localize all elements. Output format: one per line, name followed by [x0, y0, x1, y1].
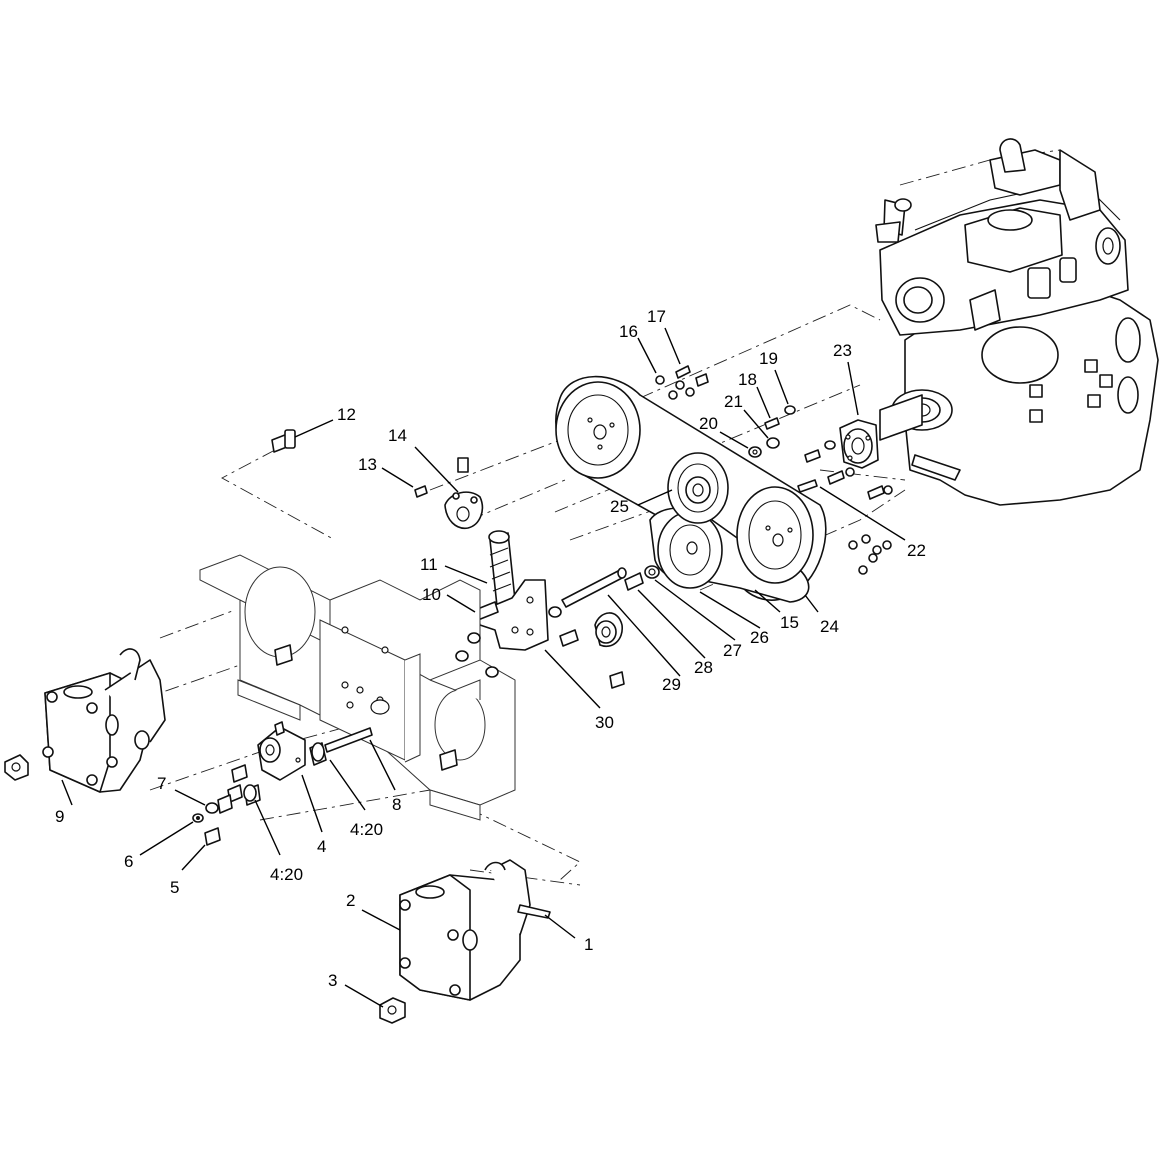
callout-10: 10 — [422, 585, 441, 604]
callout-15: 15 — [780, 613, 799, 632]
callout-29: 29 — [662, 675, 681, 694]
callout-16: 16 — [619, 322, 638, 341]
pump-left — [4, 648, 166, 793]
callout-2: 2 — [346, 891, 355, 910]
callout-23: 23 — [833, 341, 852, 360]
callout-4-20-upper: 4:20 — [350, 820, 383, 839]
pump-bottom — [379, 859, 551, 1024]
callout-26: 26 — [750, 628, 769, 647]
callout-18: 18 — [738, 370, 757, 389]
engine-assembly — [875, 138, 1159, 506]
frame-bracket — [199, 554, 516, 821]
callout-4: 4 — [317, 837, 326, 856]
callout-19: 19 — [759, 349, 778, 368]
callout-11: 11 — [420, 555, 438, 574]
callout-20: 20 — [699, 414, 718, 433]
callout-28: 28 — [694, 658, 713, 677]
belt-drive — [555, 375, 827, 603]
callout-27: 27 — [723, 641, 742, 660]
callout-3: 3 — [328, 971, 337, 990]
callout-1: 1 — [584, 935, 593, 954]
callout-24: 24 — [820, 617, 839, 636]
callout-21: 21 — [724, 392, 743, 411]
leader-lines — [61, 327, 906, 1008]
callout-13: 13 — [358, 455, 377, 474]
callout-7: 7 — [157, 774, 166, 793]
callout-17: 17 — [647, 307, 666, 326]
callout-9: 9 — [55, 807, 64, 826]
callout-14: 14 — [388, 426, 407, 445]
callout-6: 6 — [124, 852, 133, 871]
callout-30: 30 — [595, 713, 614, 732]
callout-25: 25 — [610, 497, 629, 516]
callout-4-20-lower: 4:20 — [270, 865, 303, 884]
callout-labels: 1 2 3 4 4:20 4:20 5 6 7 8 9 10 11 12 13 … — [55, 307, 926, 990]
callout-12: 12 — [337, 405, 356, 424]
hardware-fasteners — [271, 365, 893, 575]
callout-8: 8 — [392, 795, 401, 814]
callout-22: 22 — [907, 541, 926, 560]
callout-5: 5 — [170, 878, 179, 897]
idler-bracket-parts — [192, 721, 373, 846]
tensioner-assembly — [474, 530, 660, 689]
